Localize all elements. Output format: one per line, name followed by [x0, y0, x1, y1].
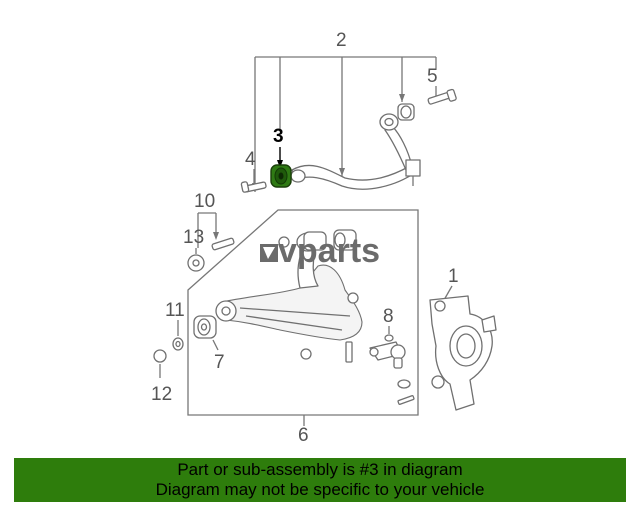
- banner-line-2: Diagram may not be specific to your vehi…: [155, 480, 485, 499]
- parts-diagram: 2 5 3 4 10 13: [151, 30, 497, 446]
- nut-part-12: [153, 349, 167, 363]
- callout-11[interactable]: 11: [165, 300, 185, 321]
- nut-part-13: [187, 254, 205, 272]
- bolt-part-10: [211, 237, 235, 251]
- lower-arm-group-box: [187, 209, 419, 416]
- lower-control-arm-part-6: [215, 229, 363, 363]
- steering-knuckle-part-1: [429, 295, 497, 411]
- callout-8[interactable]: 8: [383, 306, 394, 327]
- bushing-part-3-highlighted: [270, 164, 292, 188]
- callout-6[interactable]: 6: [298, 425, 309, 446]
- ball-joint-part-8: [369, 334, 415, 405]
- info-banner: Part or sub-assembly is #3 in diagram Di…: [14, 458, 626, 502]
- vparts-watermark: vparts: [260, 232, 380, 270]
- callout-13[interactable]: 13: [183, 227, 204, 248]
- callout-1[interactable]: 1: [448, 266, 459, 287]
- callout-3[interactable]: 3: [273, 126, 284, 147]
- vparts-wordmark: vparts: [278, 232, 380, 270]
- callout-2-leader: [252, 56, 437, 192]
- callout-10[interactable]: 10: [194, 191, 215, 212]
- callout-12[interactable]: 12: [151, 384, 172, 405]
- bolt-part-4: [240, 181, 267, 193]
- vparts-logo-icon: [260, 244, 278, 262]
- callout-2[interactable]: 2: [336, 30, 347, 51]
- banner-line-1: Part or sub-assembly is #3 in diagram: [177, 460, 463, 479]
- upper-bolt-part-5: [427, 88, 457, 105]
- callout-4[interactable]: 4: [245, 149, 256, 170]
- callout-7[interactable]: 7: [214, 352, 225, 373]
- bushing-part-7: [193, 315, 217, 339]
- callout-5[interactable]: 5: [427, 66, 438, 87]
- upper-control-arm-part-2: [290, 103, 421, 190]
- bushing-part-11: [172, 337, 184, 351]
